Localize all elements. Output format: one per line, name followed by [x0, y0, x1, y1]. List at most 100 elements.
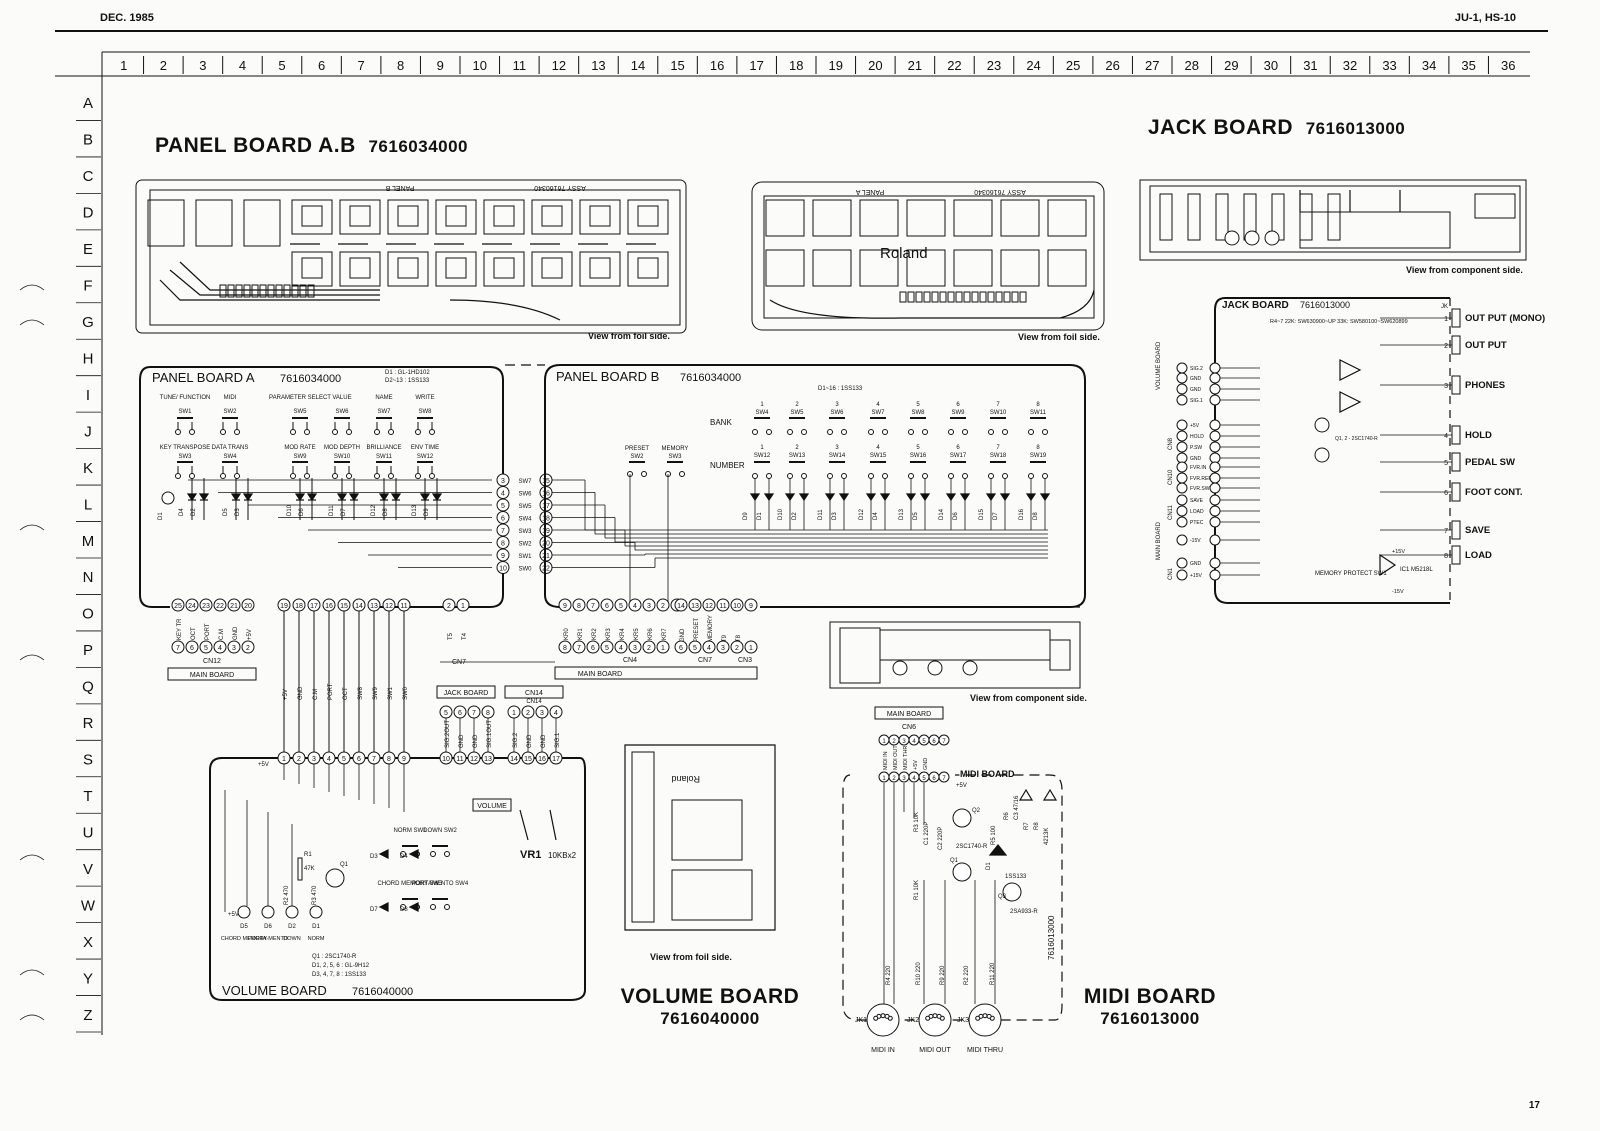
jack-left-pin	[1176, 494, 1188, 506]
jack-symbol	[1451, 545, 1461, 565]
switch-name: SW11	[1030, 410, 1047, 416]
jack-right-pin	[1209, 441, 1221, 453]
switch-contact	[189, 473, 195, 479]
switch-contact	[429, 473, 435, 479]
pin-signal: MEMORY	[708, 615, 714, 642]
cn12-pin	[171, 640, 185, 654]
cn4-pin	[628, 598, 642, 612]
pcb-label: PANEL A	[855, 188, 884, 195]
binder-hole-mark	[19, 284, 45, 291]
led-plus5: +5V	[228, 912, 239, 918]
bank-number: 7	[996, 402, 1000, 408]
grid-row-label: I	[86, 387, 90, 404]
din-pin	[936, 1013, 942, 1019]
cn7-pin	[730, 598, 744, 612]
diode-symbol	[306, 493, 318, 502]
pin-number: 8	[563, 645, 567, 652]
cn12-pin	[241, 640, 255, 654]
diode-label: D2	[792, 512, 798, 520]
diode-symbol	[999, 493, 1011, 502]
pcb-switch-pad	[397, 257, 419, 279]
pcb-panel-a-outline	[751, 181, 1105, 331]
cn12-pin	[171, 598, 185, 612]
switch-name: SW16	[910, 453, 927, 459]
pin-number: 4	[218, 645, 222, 652]
pin-number: 2	[892, 739, 896, 745]
pcb-connector-pin	[283, 284, 291, 298]
midi-res: 4213K	[1044, 828, 1050, 845]
pin-number: 18	[542, 516, 550, 523]
pcb-switch-pad	[531, 251, 573, 287]
grid-col-label: 22	[947, 58, 961, 73]
cn14-label: CN14	[525, 690, 543, 697]
cn4-pin	[572, 598, 586, 612]
number-number: 5	[916, 445, 920, 451]
pcb-jack-hole	[1264, 230, 1280, 246]
pcb-connector-pin	[947, 291, 955, 303]
pin-number: 16	[325, 603, 333, 610]
grid-col-label: 34	[1422, 58, 1436, 73]
pcb-jack-pad	[1215, 193, 1229, 241]
pin-number: 5	[619, 603, 623, 610]
jack-right-pin	[1209, 362, 1221, 374]
pcb-switch-pad	[765, 199, 805, 237]
pcb-switch-pad	[147, 199, 185, 247]
jack-left-signal: -15V	[1190, 538, 1201, 544]
switch-contact	[290, 473, 296, 479]
switch-name: SW17	[950, 453, 967, 459]
jack-output-label: OUT PUT (MONO)	[1465, 313, 1545, 324]
jack-right-pin	[1209, 516, 1221, 528]
jack-left-pin	[1176, 482, 1188, 494]
switch-name: SW4	[755, 410, 769, 416]
led-name: NORM	[308, 936, 325, 942]
grid-row-label: Z	[83, 1007, 92, 1024]
diode-label: D13	[899, 508, 905, 520]
diode-symbol	[1039, 493, 1051, 502]
pcb-trace	[1299, 190, 1401, 212]
pin-signal: SW9	[373, 686, 379, 700]
pin-signal: KR5	[634, 628, 640, 640]
diode-label: D7	[370, 907, 378, 913]
switch-contact	[787, 473, 793, 479]
pin-signal: PORT	[328, 683, 334, 700]
pin-number: 22	[216, 603, 224, 610]
switch-contact	[415, 473, 421, 479]
pcb-roland-logo: Roland	[671, 774, 700, 784]
pin-signal: KR0	[564, 628, 570, 640]
cn4-pin	[656, 598, 670, 612]
midi-side-number: 7616013000	[1047, 915, 1056, 960]
pin-number: 2	[735, 645, 739, 652]
grid-col-label: 2	[160, 58, 167, 73]
switch-contact	[346, 429, 352, 435]
pin-signal: GND	[459, 734, 465, 748]
jack-right-pin	[1209, 569, 1221, 581]
midi-main-board-label: MAIN BOARD	[887, 711, 931, 718]
cn7-pin	[456, 598, 470, 612]
pin-signal: KR2	[592, 628, 598, 640]
cn4-pin	[642, 640, 656, 654]
grid-row-label: P	[83, 642, 93, 659]
diode-symbol	[348, 493, 360, 502]
pcb-jack-hole	[1244, 230, 1260, 246]
midi-box-title: MIDI BOARD	[960, 769, 1015, 779]
pcb-jack-pad	[1327, 193, 1341, 241]
pin-number: 1	[461, 603, 465, 610]
q1-label: Q1	[340, 862, 349, 868]
grid-col-label: 1	[120, 58, 127, 73]
pcb-switch-pad	[493, 257, 515, 279]
midi-jack-label: JK3	[957, 1017, 969, 1024]
midi-r2: R2 220	[964, 965, 970, 985]
grid-col-label: 7	[357, 58, 364, 73]
cn12-pin	[199, 598, 213, 612]
grid-row-label: E	[83, 241, 93, 258]
caption-foil-1: View from foil side.	[588, 331, 670, 341]
pin-number: 10	[442, 756, 450, 763]
volume-pot-label: VOLUME	[477, 803, 507, 810]
switch-contact	[1002, 429, 1008, 435]
pin-number: 6	[605, 603, 609, 610]
jack-right-pin	[1209, 419, 1221, 431]
pcb-switch-pad	[301, 205, 323, 227]
switch-label: MOD RATE	[284, 445, 315, 451]
midi-jack-label: JK2	[907, 1017, 919, 1024]
jack-right-pin	[1209, 557, 1221, 569]
